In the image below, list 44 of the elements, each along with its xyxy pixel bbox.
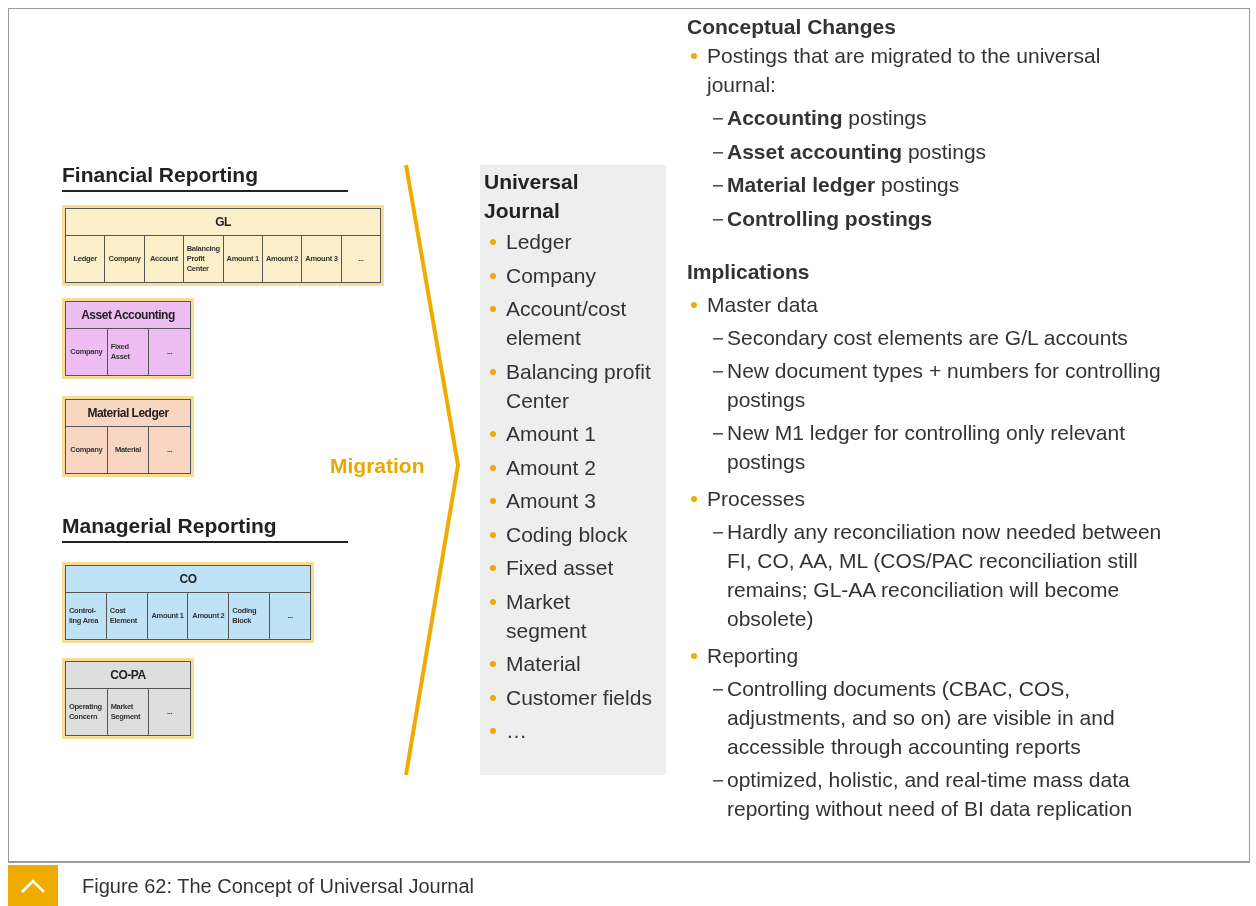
journal-panel: [480, 165, 666, 775]
table-card: [62, 298, 194, 379]
table-header: CO: [65, 565, 311, 593]
list-item: Account/cost element: [484, 294, 656, 352]
list-item: Company: [484, 260, 656, 290]
table-header: CO-PA: [65, 661, 191, 689]
section-heading: Implications: [687, 259, 811, 285]
list-item: Material ledger postings: [687, 170, 1165, 199]
list-item: New M1 ledger for controlling only relevant postings: [687, 418, 1165, 476]
list-item: Processes: [687, 484, 1165, 513]
list-item: Postings that are migrated to the universal journal:: [687, 41, 1165, 99]
list-item: Reporting: [687, 641, 1165, 670]
table-header: Material Ledger: [65, 399, 191, 427]
list-item: Hardly any reconciliation now needed between FI, CO, AA, ML (COS/PAC reconciliation still remains; GL-AA reconciliation will become obsolete): [687, 517, 1165, 633]
section-heading: Managerial Reporting: [62, 514, 348, 543]
list-item: Balancing profit Center: [484, 356, 656, 415]
list-item: Asset accounting postings: [687, 137, 1165, 166]
list-item: Controlling postings: [687, 204, 1165, 233]
migration-label: Migration: [330, 454, 425, 478]
section-heading: Conceptual Changes: [687, 14, 897, 40]
list-item: Amount 3: [484, 486, 656, 515]
table-card: [62, 205, 384, 286]
list-item: …: [484, 716, 656, 745]
list-item: Master data: [687, 290, 1165, 319]
list-item: Fixed asset: [484, 553, 656, 582]
list-item: Material: [484, 649, 656, 678]
list-item: Ledger: [484, 227, 656, 256]
list-item: Amount 1: [484, 419, 656, 448]
table-header: GL: [65, 208, 381, 236]
table-header: Asset Accounting: [65, 301, 191, 329]
list-item: Customer fields: [484, 682, 656, 712]
table-card: [62, 658, 194, 739]
list-item: Coding block: [484, 519, 656, 549]
list-item: Accounting postings: [687, 103, 1165, 132]
table-card: [62, 562, 314, 643]
figure-caption: Figure 62: The Concept of Universal Journal: [82, 875, 475, 898]
panel-heading: Universal Journal: [484, 169, 580, 224]
list-item: Amount 2: [484, 452, 656, 482]
list-item: Market segment: [484, 586, 656, 645]
list-item: New document types + numbers for controlling postings: [687, 356, 1165, 414]
list-item: optimized, holistic, and real-time mass data reporting without need of BI data replication: [687, 765, 1165, 823]
section-heading: Financial Reporting: [62, 163, 348, 192]
table-card: [62, 396, 194, 477]
list-item: Secondary cost elements are G/L accounts: [687, 323, 1165, 352]
